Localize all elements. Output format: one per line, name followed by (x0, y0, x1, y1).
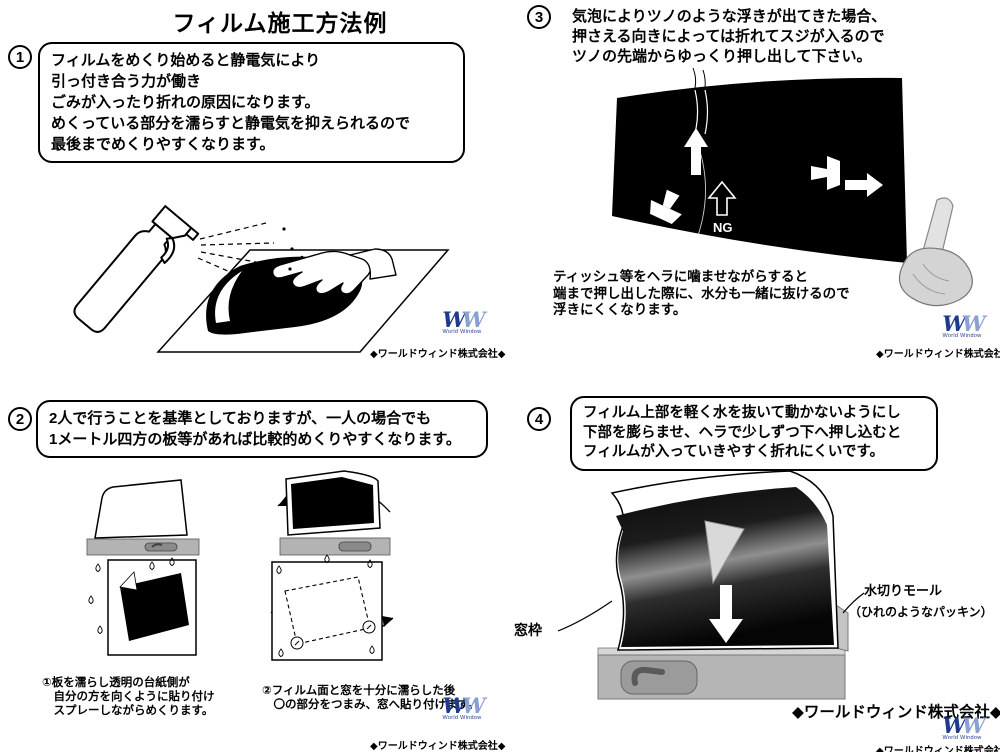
logo-subtext: World Window (442, 715, 482, 721)
instruction-line: 最後までめくりやすくなります。 (51, 136, 275, 153)
tissue-squeegee (898, 197, 973, 307)
page-title: フィルム施工方法例 (172, 10, 388, 36)
film-curl (215, 271, 242, 323)
instruction-line: 押さえる向きによっては折れてスジが入るので (572, 28, 885, 45)
step1-number: 1 (8, 45, 32, 69)
world-window-logo: WW World Window (941, 311, 986, 340)
instruction-line: 2人で行うことを基準としておりますが、一人の場合でも (49, 410, 432, 427)
air-bubble-horn (692, 67, 706, 89)
caption-line: スプレーしながらめくります。 (42, 705, 214, 717)
push-right-arrow (845, 173, 883, 197)
step2-instructions-box: 2人で行うことを基準としておりますが、一人の場合でも 1メートル四方の板等があれ… (36, 400, 488, 458)
spray-droplets (274, 227, 304, 291)
company-name: ◆ワールドウィンド株式会社◆ (370, 741, 506, 752)
step4-instructions-box: フィルム上部を軽く水を抜いて動かないようにし 下部を膨らませ、ヘラで少しずつ下へ… (570, 396, 938, 471)
tinted-window (612, 77, 907, 263)
door-handle (631, 666, 665, 686)
logo-letter: W (942, 713, 966, 738)
company-name: ◆ワールドウィンド株式会社◆ (370, 349, 506, 360)
spray-mist (197, 222, 275, 286)
molding-sub-label: （ひれのようなパッキン） (849, 605, 993, 619)
logo-letter: W (442, 307, 466, 332)
film-on-window (291, 477, 374, 529)
logo-letter: W (942, 311, 966, 336)
ww-monogram: WW (941, 311, 986, 336)
squeegee-icon (650, 189, 682, 225)
company-name-large: ◆ワールドウィンド株式会社◆ (792, 704, 1000, 721)
spray-bottle (73, 205, 200, 333)
step3-illustration: NG (612, 67, 973, 307)
caption-line: 〇の部分をつまみ、窓へ貼り付けます。 (262, 699, 480, 711)
window-panel-b (279, 470, 391, 556)
note-line: 端まで押し出した際に、水分も一緒に抜けるので (553, 285, 850, 301)
logo-subtext: World Window (942, 735, 982, 741)
instruction-line: 1メートル四方の板等があれば比較的めくりやすくなります。 (49, 431, 461, 448)
note-line: ティッシュ等をヘラに噛ませながらすると (553, 269, 809, 284)
note-line: 浮きにくくなります。 (553, 302, 687, 317)
logo-subtext: World Window (442, 329, 482, 335)
instruction-line: 下部を膨らませ、ヘラで少しずつ下へ押し込むと (583, 424, 902, 441)
step2-caption2: ②フィルム面と窓を十分に濡らした後 〇の部分をつまみ、窓へ貼り付けます。 (262, 684, 479, 712)
world-window-logo: WW World Window (941, 713, 986, 742)
logo-subtext: World Window (942, 333, 982, 339)
step1-instructions-box: フィルムをめくり始めると静電気により 引っ付き合う力が働き ごみが入ったり折れの… (38, 42, 465, 163)
board-with-film (107, 559, 197, 656)
push-down-arrow (709, 585, 743, 643)
logo-letter: W (462, 307, 486, 332)
world-window-logo: WW World Window (441, 307, 486, 336)
squeegee-icon-2 (811, 156, 840, 190)
ww-monogram: WW (441, 307, 486, 332)
instruction-line: 気泡によりツノのような浮きが出てきた場合、 (572, 8, 887, 25)
step2-caption1: ①板を濡らし透明の台紙側が 自分の方を向くように貼り付け スプレーしながらめくり… (42, 676, 215, 718)
instruction-line: ごみが入ったり折れの原因になります。 (51, 94, 320, 111)
logo-letter: W (962, 713, 986, 738)
caption-line: ②フィルム面と窓を十分に濡らした後 (262, 685, 456, 697)
step3-note: ティッシュ等をヘラに噛ませながらすると 端まで押し出した際に、水分も一緒に抜ける… (553, 269, 850, 319)
step4-number: 4 (527, 407, 551, 431)
company-name: ◆ワールドウィンド株式会社◆ (876, 746, 1000, 752)
window-panel-a (86, 479, 200, 556)
hand (271, 248, 397, 295)
molding-callout-line (842, 592, 865, 614)
step2-illustration (86, 470, 394, 661)
step3-number: 3 (527, 5, 551, 29)
window-film (616, 487, 834, 647)
logo-letter: W (442, 693, 466, 718)
instruction-line: 引っ付き合う力が働き (51, 73, 202, 90)
ww-monogram: WW (441, 693, 486, 718)
step4-illustration (557, 470, 865, 700)
door-handle-icon (338, 541, 372, 552)
door-panel (597, 647, 846, 700)
caption-line: ①板を濡らし透明の台紙側が (42, 677, 190, 689)
step2-number: 2 (8, 407, 32, 431)
ng-label: NG (713, 220, 733, 235)
logo-letter: W (462, 693, 486, 718)
backing-paper-fold (119, 571, 138, 591)
ww-monogram: WW (941, 713, 986, 738)
window-frame-callout-line (557, 600, 613, 632)
push-up-arrow (684, 128, 708, 175)
molding-label: 水切りモール (864, 583, 943, 598)
step1-illustration (73, 205, 450, 353)
instruction-line: フィルムが入っていきやすく折れにくいです。 (583, 444, 885, 460)
instruction-line: フィルムをめくり始めると静電気により (51, 52, 321, 69)
window-frame-label: 窓枠 (514, 622, 542, 638)
logo-letter: W (962, 311, 986, 336)
ng-arrow (707, 180, 737, 216)
world-window-logo: WW World Window (441, 693, 486, 722)
instruction-line: ツノの先端からゆっくり押し出して下さい。 (572, 48, 872, 65)
step3-instructions: 気泡によりツノのような浮きが出てきた場合、 押さえる向きによっては折れてスジが入… (572, 7, 886, 67)
company-name: ◆ワールドウィンド株式会社◆ (876, 349, 1000, 360)
instruction-line: フィルム上部を軽く水を抜いて動かないようにし (583, 405, 901, 421)
instruction-line: めくっている部分を濡らすと静電気を抑えられるので (51, 115, 410, 132)
board-with-outline (271, 561, 383, 661)
caption-line: 自分の方を向くように貼り付け (42, 691, 215, 703)
squeegee-wedge (704, 520, 745, 585)
